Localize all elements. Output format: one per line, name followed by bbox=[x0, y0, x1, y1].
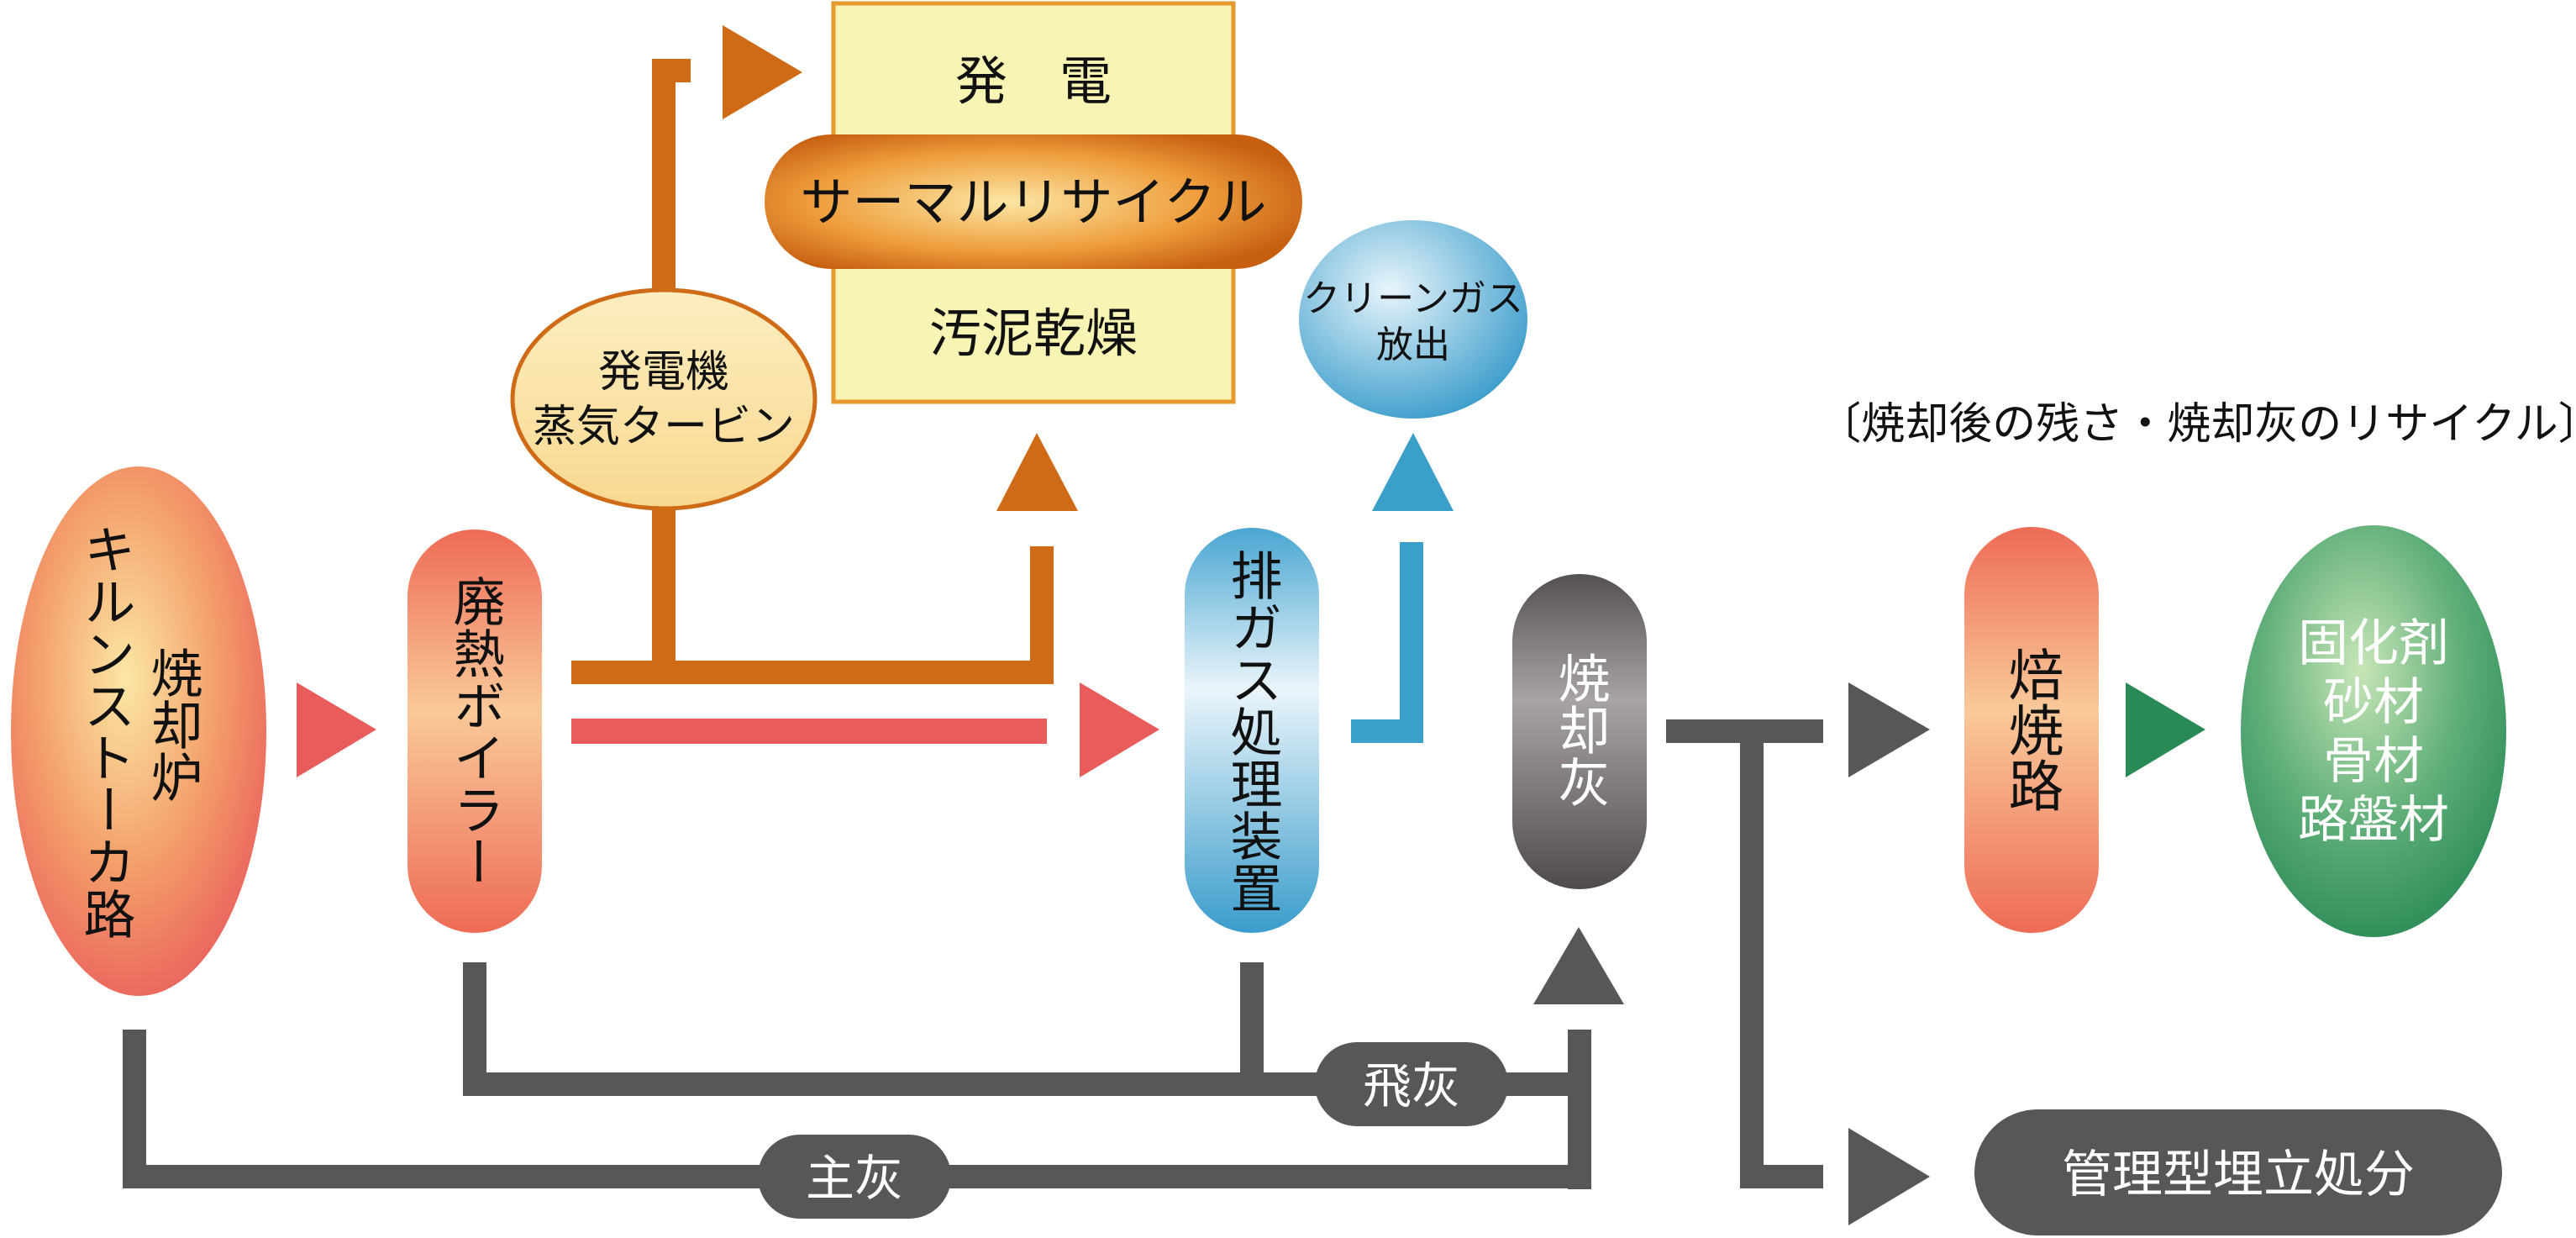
ash-lines bbox=[123, 719, 1823, 1189]
recycle-section-title: 〔焼却後の残さ・焼却灰のリサイクル〕 bbox=[1817, 399, 2576, 450]
incinerator-label-line1: 焼却炉 bbox=[142, 646, 203, 803]
boiler-node: 廃熱ボイラー bbox=[407, 529, 542, 933]
fly-ash-badge: 飛灰 bbox=[1315, 1042, 1508, 1126]
usage-power-label: 発 電 bbox=[955, 50, 1112, 112]
arrow-to-clean-gas bbox=[1372, 433, 1454, 511]
sludge-drying-label: 汚泥乾燥 bbox=[929, 303, 1138, 364]
roaster-label: 焙焼路 bbox=[2000, 646, 2064, 813]
arrow-to-roaster bbox=[1848, 682, 1930, 777]
product-line-3: 骨材 bbox=[2323, 732, 2424, 791]
arrow-roaster-to-products bbox=[2126, 682, 2205, 777]
turbine-label-line2: 蒸気タービン bbox=[533, 402, 795, 452]
main-ash-line bbox=[123, 1030, 1580, 1188]
hot-gas-line bbox=[571, 719, 1047, 744]
incinerator-node: 焼却炉 キルンストーカ路 bbox=[11, 466, 266, 996]
ash-label: 焼却灰 bbox=[1549, 651, 1611, 808]
arrow-incinerator-to-boiler bbox=[297, 682, 376, 777]
product-line-2: 砂材 bbox=[2323, 673, 2424, 732]
clean-gas-label-line1: クリーンガス bbox=[1303, 277, 1523, 320]
ash-node: 焼却灰 bbox=[1512, 574, 1647, 889]
main-ash-badge: 主灰 bbox=[758, 1135, 951, 1219]
landfill-label: 管理型埋立処分 bbox=[2062, 1146, 2415, 1204]
steam-to-turbine-line bbox=[571, 546, 1054, 684]
product-line-4: 路盤材 bbox=[2298, 791, 2449, 850]
arrow-to-power bbox=[723, 25, 802, 119]
clean-gas-node: クリーンガス 放出 bbox=[1299, 220, 1527, 419]
turbine-label-line1: 発電機 bbox=[598, 347, 729, 398]
turbine-node: 発電機 蒸気タービン bbox=[510, 287, 817, 511]
landfill-node: 管理型埋立処分 bbox=[1974, 1109, 2502, 1235]
arrow-to-thermal-box bbox=[996, 433, 1078, 511]
ash-to-landfill-line bbox=[1740, 731, 1823, 1188]
clean-gas-line bbox=[1351, 542, 1423, 743]
gas-treatment-label: 排ガス処理装置 bbox=[1222, 549, 1283, 914]
main-ash-label: 主灰 bbox=[806, 1150, 903, 1207]
roaster-node: 焙焼路 bbox=[1964, 527, 2099, 933]
gas-treatment-node: 排ガス処理装置 bbox=[1185, 528, 1319, 933]
fly-ash-line-boiler bbox=[463, 962, 1580, 1096]
usage-box: 発 電 サーマルリサイクル 汚泥乾燥 bbox=[765, 1, 1302, 404]
fly-ash-label: 飛灰 bbox=[1363, 1057, 1460, 1114]
arrow-to-landfill bbox=[1848, 1128, 1930, 1225]
thermal-recycle-label: サーマルリサイクル bbox=[801, 171, 1267, 233]
arrow-boiler-to-gas-treatment bbox=[1080, 682, 1159, 777]
clean-gas-label-line2: 放出 bbox=[1376, 324, 1450, 366]
incinerator-label-line2: キルンストーカ路 bbox=[75, 523, 136, 940]
product-line-1: 固化剤 bbox=[2298, 614, 2449, 673]
products-node: 固化剤 砂材 骨材 路盤材 bbox=[2241, 525, 2506, 937]
arrow-to-ash bbox=[1533, 927, 1624, 1004]
boiler-label: 廃熱ボイラー bbox=[444, 575, 506, 888]
thermal-recycle-pill bbox=[765, 134, 1302, 269]
